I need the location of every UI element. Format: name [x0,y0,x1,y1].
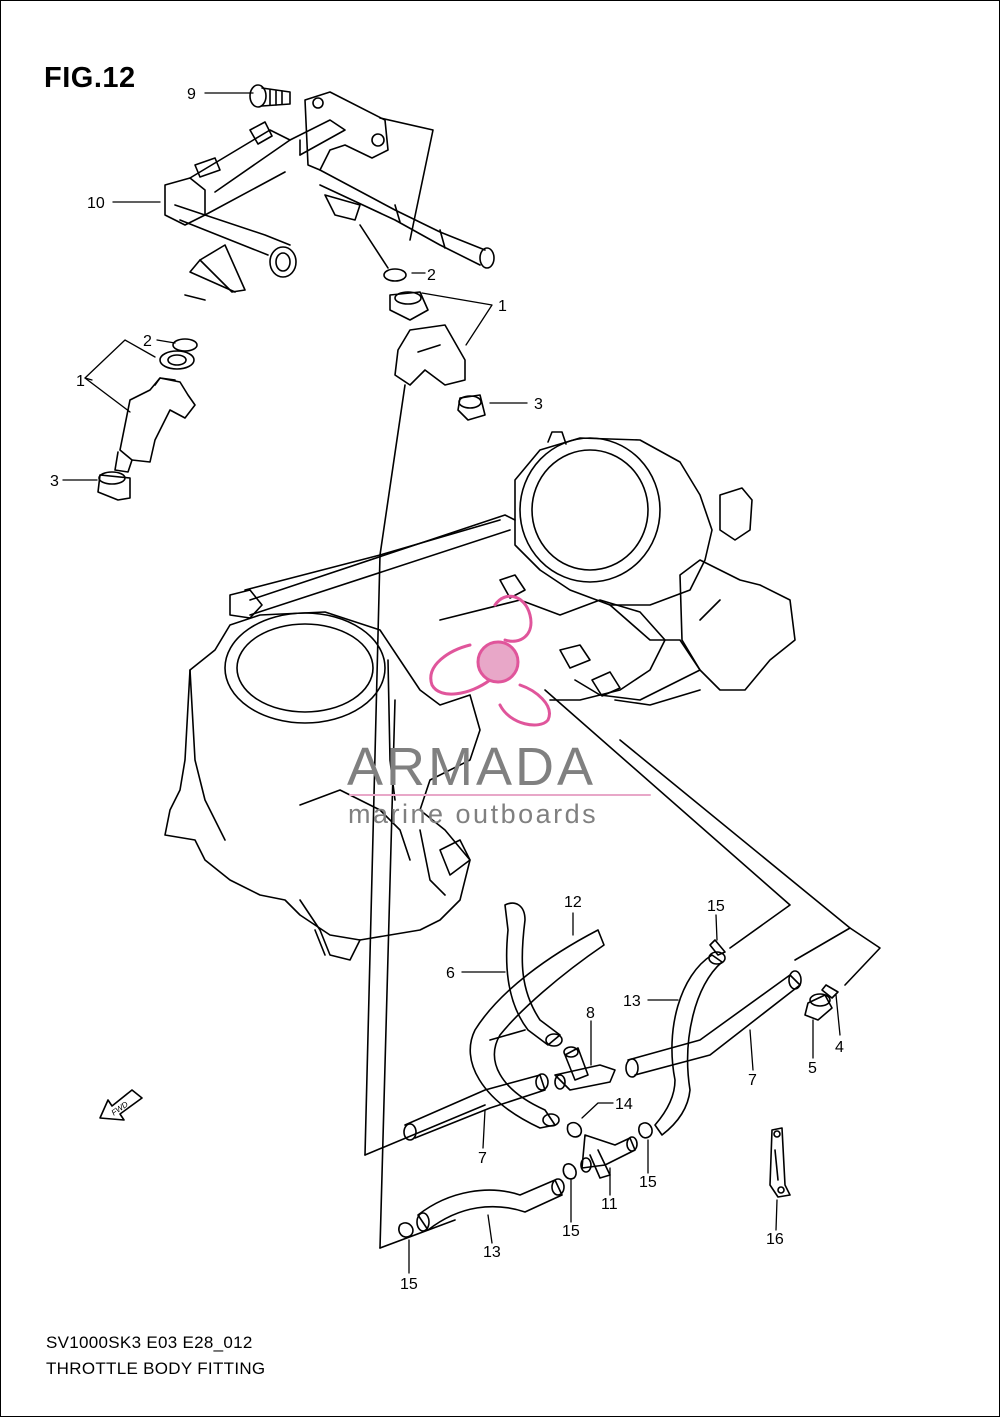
callout-1-upper: 1 [498,298,507,315]
callout-5: 5 [808,1060,817,1077]
callout-8: 8 [586,1005,595,1022]
callout-3-upper: 3 [534,396,543,413]
fuel-delivery-pipe [164,91,495,301]
callout-9: 9 [187,86,196,103]
watermark-brand: ARMADA [347,737,596,797]
diagram-code: SV1000SK3 E03 E28_012 [46,1333,253,1352]
callout-1-left: 1 [76,373,85,390]
callout-7-right: 7 [748,1072,757,1089]
fwd-arrow: FWD [99,1089,143,1121]
callout-6: 6 [446,965,455,982]
callout-2-left: 2 [143,333,152,350]
injector-right [383,268,486,421]
callout-15-bottom: 15 [400,1276,418,1293]
diagram-name: THROTTLE BODY FITTING [46,1359,266,1378]
armada-watermark: ARMADA marine outboards [347,594,651,829]
callout-14: 14 [615,1096,633,1113]
callout-2-upper: 2 [427,267,436,284]
armada-logo-icon [429,594,551,727]
bracket-lines [244,117,881,1249]
hoses [403,902,802,1232]
callout-11: 11 [601,1196,618,1213]
bolt-9 [249,84,291,108]
throttle-body [164,431,796,961]
callout-12: 12 [564,894,582,911]
callout-15-mid: 15 [639,1174,657,1191]
callout-7-left: 7 [478,1150,487,1167]
callout-15-low: 15 [562,1223,580,1240]
callout-16: 16 [766,1231,784,1248]
figure-title: FIG.12 [44,62,136,94]
fittings [398,939,839,1238]
callout-10: 10 [87,195,105,212]
callout-15-top: 15 [707,898,725,915]
callout-leaders [62,92,841,1274]
callout-4: 4 [835,1039,844,1056]
callout-13-lower: 13 [483,1244,501,1261]
callout-labels: 9 10 2 1 3 2 1 3 12 6 8 15 13 7 5 4 14 7… [50,86,844,1293]
watermark-tagline: marine outboards [348,799,598,829]
callout-13-upper: 13 [623,993,641,1010]
injector-left [97,338,198,501]
callout-3-left: 3 [50,473,59,490]
